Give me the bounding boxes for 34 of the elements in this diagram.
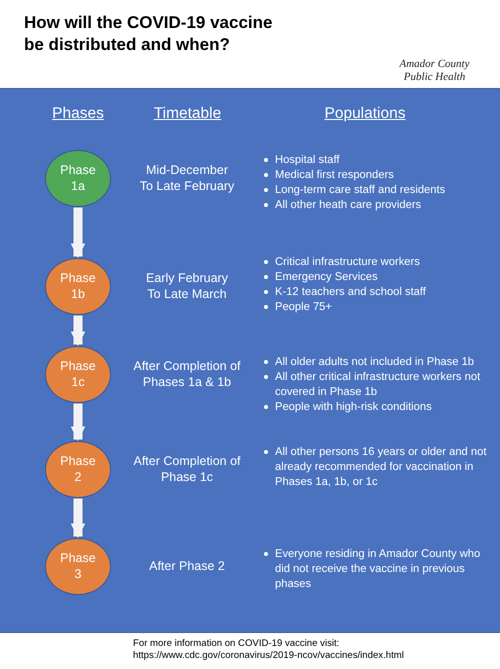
timetable-text: Early February To Late March [145, 270, 229, 302]
population-item: All other critical infrastructure workers not covered in Phase 1b [275, 371, 480, 398]
population-item: People with high-risk conditions [275, 401, 432, 413]
phase-label: Phase 1c [59, 358, 97, 390]
timetable-text: After Completion of Phase 1c [132, 453, 242, 485]
column-heading: Phases [51, 105, 105, 123]
population-item: Hospital staff [275, 154, 340, 166]
phase-label: Phase 1a [59, 162, 97, 194]
phase-label: Phase 1b [59, 270, 97, 302]
column-heading: Populations [323, 105, 406, 123]
population-item: All other persons 16 years or older and not already recommended for vaccination in Phases 1a, 1b, or 1c [275, 446, 486, 488]
population-item: Medical first responders [275, 169, 394, 181]
population-item: Everyone residing in Amador County who did not receive the vaccine in previous phases [275, 548, 480, 590]
phase-label: Phase 2 [59, 453, 97, 485]
title: How will the COVID-19 vaccine be distributed and when? [24, 12, 274, 56]
arrow [70, 316, 86, 346]
column-heading: Timetable [152, 105, 222, 123]
population-item: Long-term care staff and residents [275, 184, 446, 196]
agency-name: Amador County Public Health [398, 58, 470, 84]
arrow [70, 498, 86, 538]
population-item: All older adults not included in Phase 1b [275, 356, 474, 368]
footer-link: https://www.cdc.gov/coronavirus/2019-ncov/vaccines/index.html [133, 650, 404, 662]
population-item: Emergency Services [275, 271, 378, 283]
footer-note: For more information on COVID-19 vaccine visit: [133, 638, 340, 650]
population-item: All other heath care providers [275, 199, 422, 211]
arrow [70, 404, 86, 441]
timetable-text: After Phase 2 [148, 558, 226, 574]
population-item: K-12 teachers and school staff [275, 286, 426, 298]
arrow [70, 208, 86, 258]
population-item: Critical infrastructure workers [275, 256, 420, 268]
timetable-text: Mid-December To Late February [140, 162, 234, 194]
phase-label: Phase 3 [59, 550, 97, 582]
timetable-text: After Completion of Phases 1a & 1b [132, 358, 242, 390]
population-item: People 75+ [275, 301, 332, 313]
